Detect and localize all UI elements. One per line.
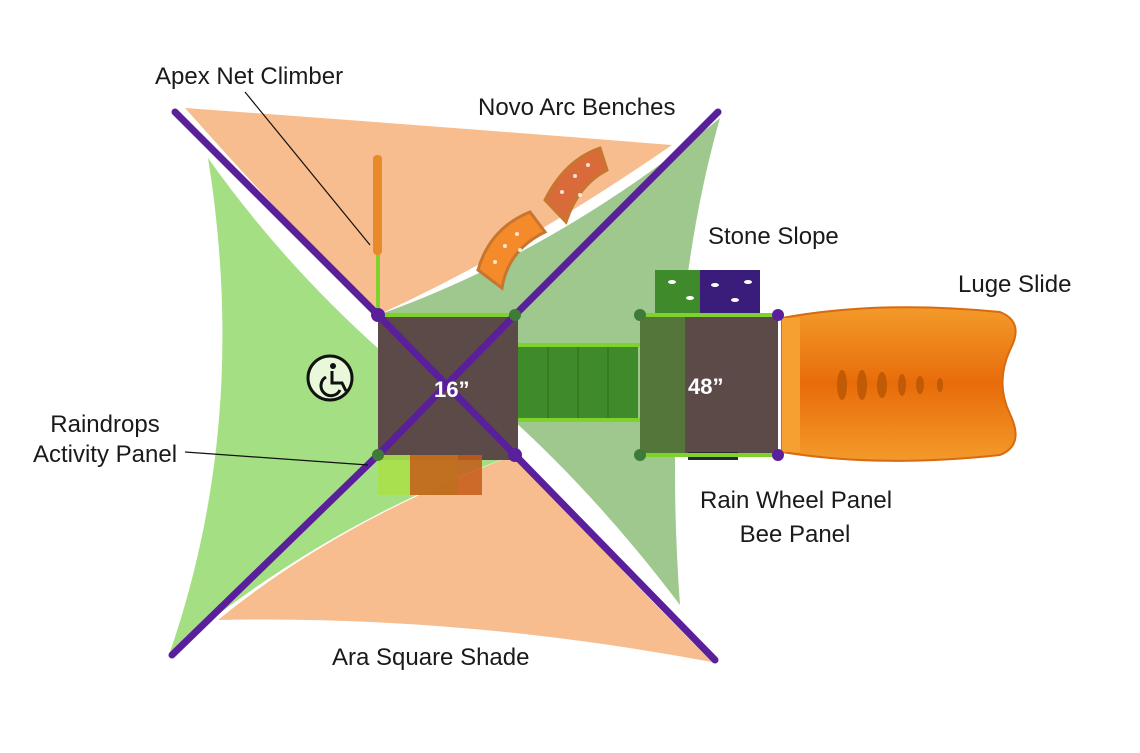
green-post-caps <box>372 309 646 461</box>
bench-dots <box>493 163 590 264</box>
label-ara-square-shade: Ara Square Shade <box>332 644 530 671</box>
wheelchair-accessible-icon <box>306 354 354 402</box>
deck-48-height: 48” <box>688 374 724 399</box>
slide-entry <box>782 318 800 452</box>
shade-sail-left <box>170 158 515 652</box>
raindrops-leader-line <box>184 451 369 466</box>
bridge-slats <box>547 345 609 420</box>
lower-step <box>410 455 482 495</box>
stone-slope-left <box>655 270 700 315</box>
label-stone-slope: Stone Slope <box>708 223 839 250</box>
stone-slope-right <box>700 270 760 315</box>
label-raindrops-line2: Activity Panel <box>32 441 178 468</box>
slide-bumps <box>837 370 943 400</box>
arc-bench-lower <box>476 210 548 291</box>
shade-posts <box>168 108 722 664</box>
deck-16-height: 16” <box>434 377 470 402</box>
label-luge-slide: Luge Slide <box>958 271 1072 298</box>
shade-sail-top <box>185 108 672 315</box>
shade-sail-bottom <box>218 455 712 662</box>
label-raindrops-line1: Raindrops <box>50 411 160 438</box>
post-caps <box>371 308 784 462</box>
label-panels: Rain Wheel Panel Bee Panel <box>700 486 893 550</box>
label-bee-panel: Bee Panel <box>739 521 851 548</box>
label-novo-arc-benches: Novo Arc Benches <box>478 94 676 121</box>
apex-net-climber <box>373 155 382 255</box>
apex-leader-line <box>244 91 371 246</box>
label-raindrops-activity-panel: Raindrops Activity Panel <box>25 410 185 470</box>
label-rain-wheel-panel: Rain Wheel Panel <box>700 487 893 514</box>
stone-slope-holds <box>668 280 752 302</box>
arc-bench-upper <box>543 146 609 225</box>
right-green-overlay <box>640 315 685 455</box>
label-apex-net-climber: Apex Net Climber <box>155 63 344 90</box>
